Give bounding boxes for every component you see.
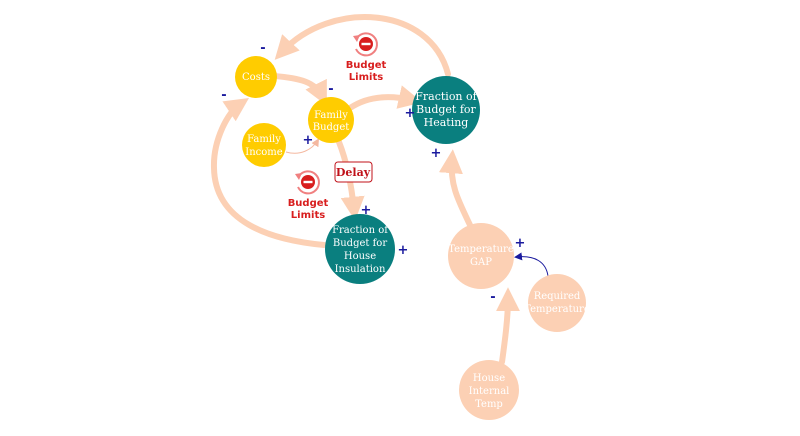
sign-insulation-plus: + — [398, 243, 409, 258]
sign-internal-to-gap: - — [490, 290, 495, 305]
node-house-internal-temp[interactable]: House Internal Temp — [459, 360, 519, 420]
node-fraction-heating-circle — [412, 76, 480, 144]
node-house-internal-temp-line1: House — [473, 373, 505, 384]
balancing-loop-left-icon — [295, 170, 320, 195]
sign-insulation-to-costs: - — [221, 88, 226, 103]
sign-gap-to-heating: + — [431, 146, 442, 161]
node-temperature-gap[interactable]: Temperature GAP — [448, 223, 514, 289]
delay-label: Delay — [336, 166, 371, 179]
loop-top-label-line2: Limits — [349, 72, 383, 83]
loop-left-label-line2: Limits — [291, 210, 325, 221]
arrows — [210, 14, 520, 365]
node-family-income-circle — [242, 123, 286, 167]
arrow-costs-to-budget — [271, 73, 327, 106]
node-family-budget-line1: Family — [314, 110, 348, 121]
node-fraction-insulation[interactable]: Fraction of Budget for House Insulation — [325, 214, 395, 284]
loop-top-label-line1: Budget — [346, 60, 387, 71]
node-required-temperature-line1: Required — [534, 291, 581, 302]
delay-marker: Delay — [334, 161, 373, 183]
loop-left-label-line1: Budget — [288, 198, 329, 209]
sign-income-to-budget: + — [303, 133, 314, 148]
arrow-insulation-to-costs — [210, 97, 327, 248]
arrow-income-to-budget — [285, 138, 320, 154]
arrow-internal-to-gap — [495, 287, 520, 365]
node-temperature-gap-circle — [448, 223, 514, 289]
node-costs[interactable]: Costs — [235, 56, 277, 98]
node-required-temperature-circle — [528, 274, 586, 332]
sign-heating-to-costs: - — [260, 41, 265, 56]
node-fraction-insulation-line2: Budget for — [333, 238, 387, 249]
node-family-income[interactable]: Family Income — [242, 123, 286, 167]
node-costs-circle — [235, 56, 277, 98]
node-house-internal-temp-line3: Temp — [475, 399, 503, 410]
arrow-budget-to-heating — [347, 85, 423, 111]
node-temperature-gap-line1: Temperature — [448, 244, 514, 255]
arrow-required-to-gap — [514, 252, 549, 277]
node-fraction-heating-line1: Fraction of — [415, 90, 477, 103]
sign-budget-to-insulation: + — [361, 203, 372, 218]
node-fraction-heating-line3: Heating — [424, 116, 469, 129]
node-fraction-insulation-line3: House — [344, 251, 376, 262]
node-fraction-insulation-circle — [325, 214, 395, 284]
sign-required-to-gap: + — [515, 236, 526, 251]
sign-costs-to-budget: - — [328, 82, 333, 97]
node-house-internal-temp-circle — [459, 360, 519, 420]
node-house-internal-temp-line2: Internal — [469, 386, 510, 397]
sign-budget-to-heating: + — [405, 106, 416, 121]
node-family-income-line2: Income — [245, 147, 282, 158]
node-family-budget[interactable]: Family Budget — [308, 97, 354, 143]
node-fraction-heating-line2: Budget for — [416, 103, 476, 116]
node-required-temperature[interactable]: Required Temperature — [524, 274, 590, 332]
node-family-income-line1: Family — [247, 134, 281, 145]
node-temperature-gap-line2: GAP — [470, 257, 492, 268]
arrow-gap-to-heating — [438, 149, 473, 228]
node-fraction-heating[interactable]: Fraction of Budget for Heating — [412, 76, 480, 144]
arrow-heating-to-costs — [274, 14, 451, 77]
node-family-budget-line2: Budget — [313, 122, 350, 133]
node-fraction-insulation-line4: Insulation — [335, 264, 386, 275]
node-costs-label: Costs — [242, 72, 270, 83]
node-fraction-insulation-line1: Fraction of — [332, 225, 389, 236]
node-required-temperature-line2: Temperature — [524, 304, 590, 315]
balancing-loop-top-icon — [353, 32, 378, 57]
node-family-budget-circle — [308, 97, 354, 143]
